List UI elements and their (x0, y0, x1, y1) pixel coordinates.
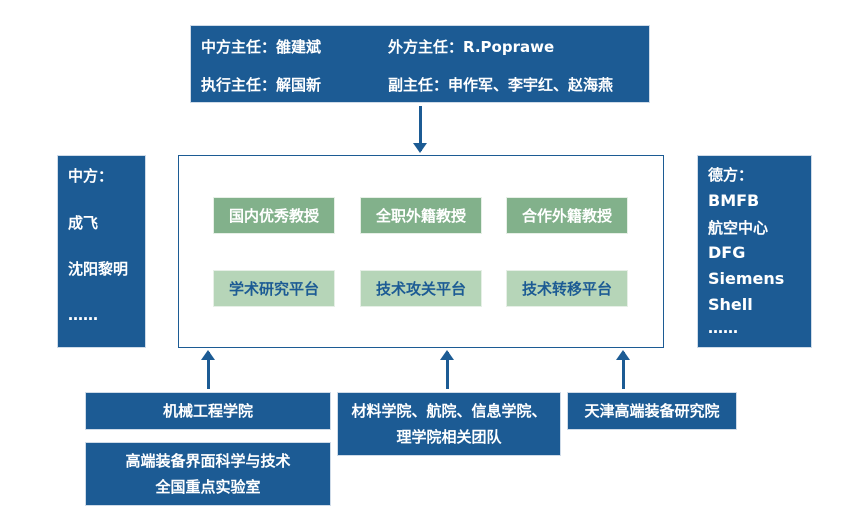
german-partner: BMFB (708, 191, 760, 210)
arrow-up-icon (440, 350, 454, 389)
schools-box: 材料学院、航院、信息学院、 理学院相关团队 (337, 392, 561, 456)
mech-school: 机械工程学院 (162, 402, 253, 420)
institute-box: 天津高端装备研究院 (567, 392, 737, 430)
deputy-directors: 副主任：申作军、李宇红、赵海燕 (388, 76, 614, 94)
talent-fulltime-foreign: 全职外籍教授 (360, 197, 482, 234)
platform-transfer: 技术转移平台 (506, 270, 628, 307)
arrow-up-icon (616, 350, 630, 389)
institute: 天津高端装备研究院 (584, 402, 720, 420)
chinese-side-box: 中方： 成飞 沈阳黎明 …… (57, 155, 146, 348)
german-partner: Shell (708, 295, 753, 314)
mech-school-box: 机械工程学院 (85, 392, 331, 430)
chinese-side-title: 中方： (68, 167, 114, 185)
german-side-box: 德方： BMFB 航空中心 DFG Siemens Shell …… (697, 155, 812, 348)
foreign-director: 外方主任：R.Poprawe (388, 38, 555, 56)
center-frame (178, 155, 664, 348)
german-partner-more: …… (708, 319, 738, 337)
leadership-box: 中方主任：雒建斌 外方主任：R.Poprawe 执行主任：解国新 副主任：申作军… (190, 25, 650, 103)
executive-director: 执行主任：解国新 (201, 76, 322, 94)
lab-line1: 高端装备界面科学与技术 (125, 452, 291, 470)
chinese-partner-more: …… (68, 306, 98, 324)
national-lab-box: 高端装备界面科学与技术 全国重点实验室 (85, 442, 331, 506)
platform-research: 学术研究平台 (213, 270, 335, 307)
schools-line1: 材料学院、航院、信息学院、 (351, 402, 547, 420)
chinese-partner: 成飞 (68, 214, 99, 232)
arrow-down-icon (413, 106, 427, 153)
talent-cooperative-foreign: 合作外籍教授 (506, 197, 628, 234)
talent-domestic: 国内优秀教授 (213, 197, 335, 234)
chinese-director: 中方主任：雒建斌 (201, 38, 322, 56)
lab-line2: 全国重点实验室 (155, 478, 261, 496)
chinese-partner: 沈阳黎明 (68, 260, 129, 278)
german-side-title: 德方： (708, 166, 754, 184)
arrow-up-icon (201, 350, 215, 389)
german-partner: DFG (708, 243, 746, 262)
schools-line2: 理学院相关团队 (396, 428, 502, 446)
platform-tackling: 技术攻关平台 (360, 270, 482, 307)
german-partner: Siemens (708, 269, 785, 288)
german-partner: 航空中心 (708, 219, 769, 237)
